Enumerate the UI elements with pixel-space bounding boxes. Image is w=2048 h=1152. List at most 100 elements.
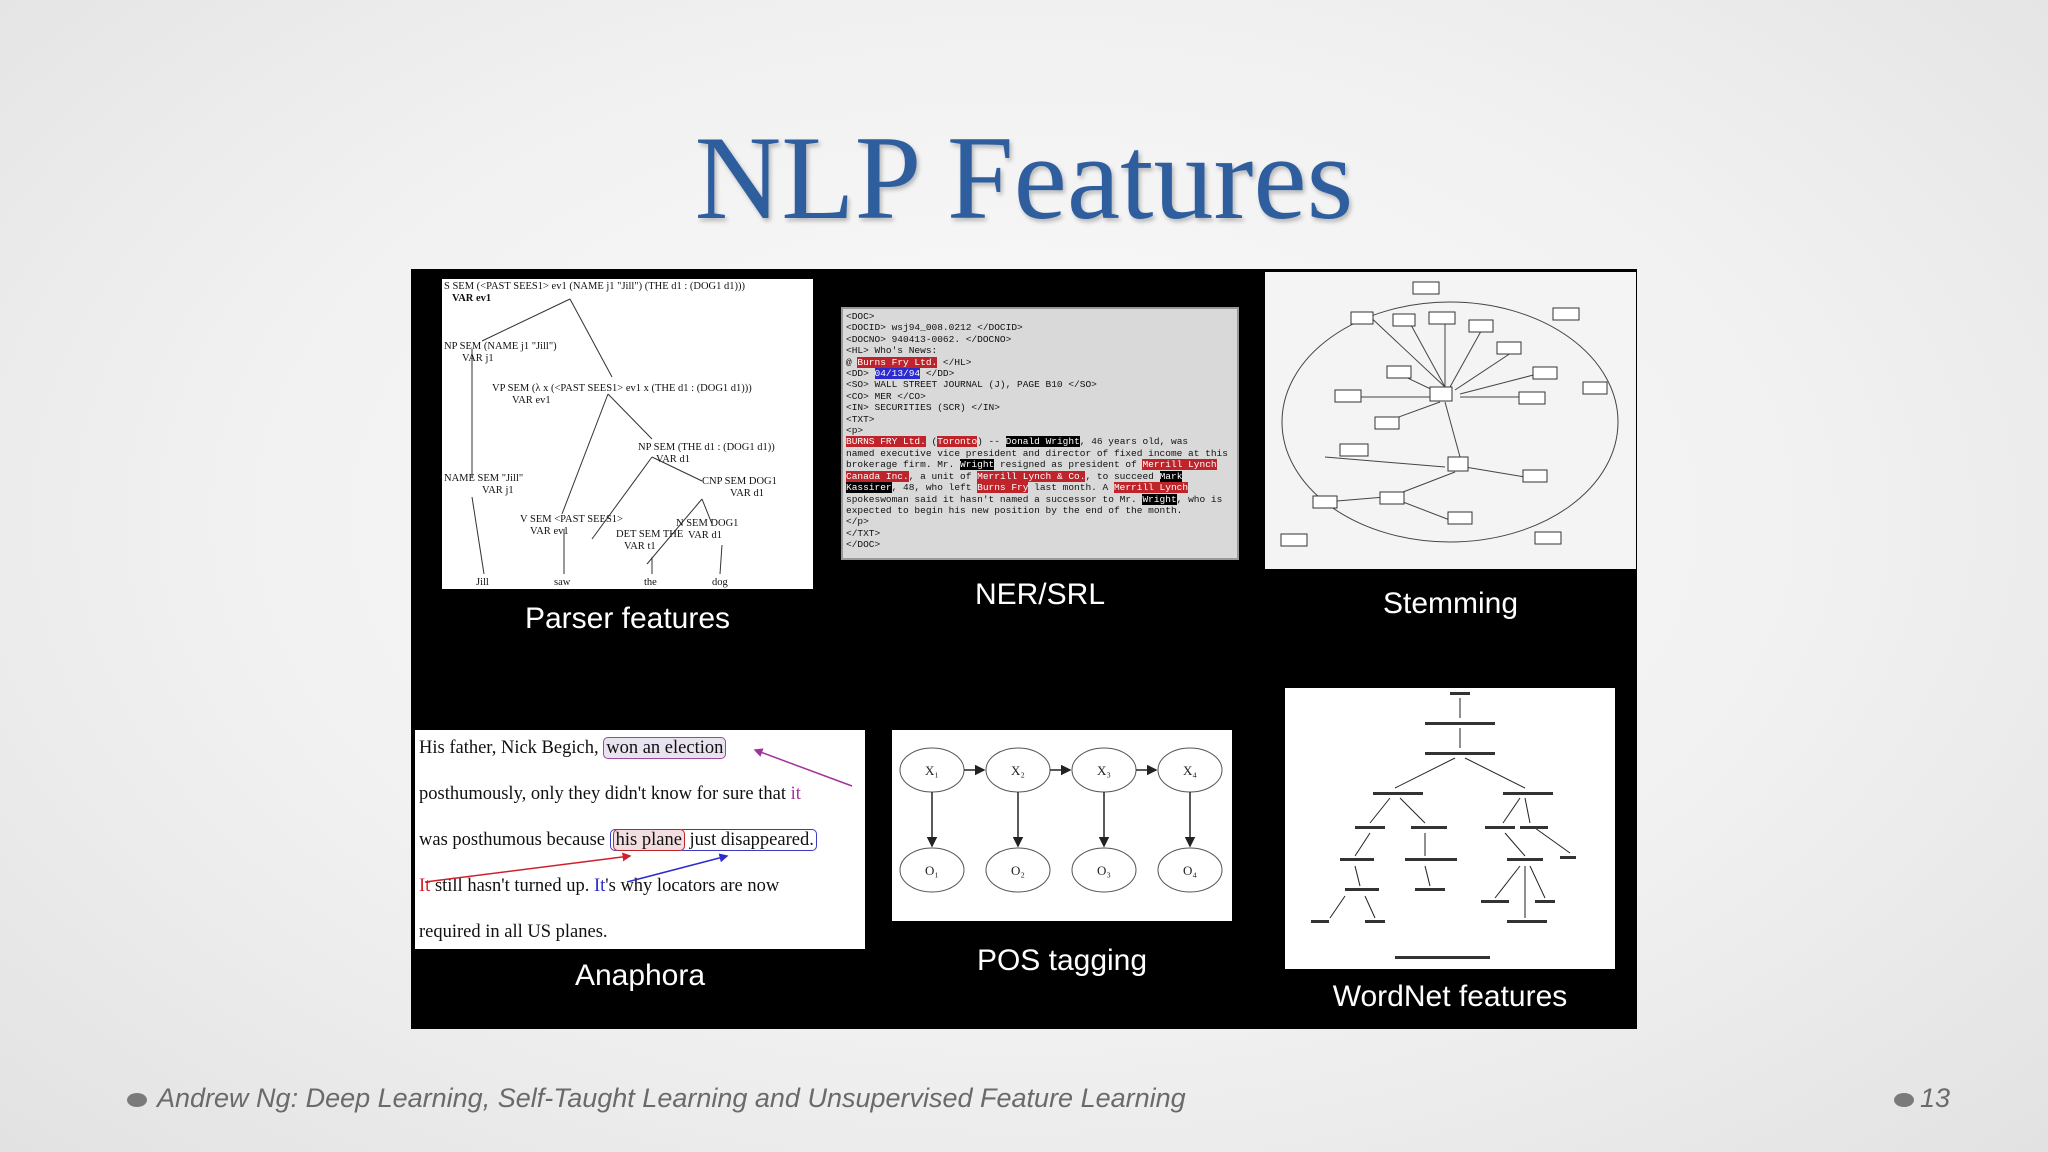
- caption-parser-features: Parser features: [524, 602, 731, 635]
- ner-entity-org: BURNS FRY Ltd.: [846, 436, 926, 448]
- parser-cnp-var: VAR d1: [730, 488, 764, 499]
- ner-entity-org: Burns Fry Ltd.: [857, 356, 938, 368]
- anaphora-line: It still hasn't turned up. It's why loca…: [419, 876, 779, 897]
- parser-n-label: N SEM DOG1: [676, 518, 738, 529]
- anaphora-text: posthumously, only they didn't know for …: [419, 784, 791, 804]
- ner-text: , 46 years old, was: [1079, 436, 1189, 448]
- parser-v-label: V SEM <PAST SEES1>: [520, 514, 623, 525]
- parser-np2-label: NP SEM (THE d1 : (DOG1 d1)): [638, 442, 775, 453]
- ner-line: <SO> WALL STREET JOURNAL (J), PAGE B10 <…: [846, 379, 1097, 391]
- anaphora-line: posthumously, only they didn't know for …: [419, 784, 801, 805]
- ner-text: spokeswoman said it hasn't named a succe…: [846, 493, 1143, 505]
- antecedent-won-election: won an election: [603, 737, 727, 759]
- ner-entity-person: Wright: [960, 459, 995, 471]
- caption-ner-srl: NER/SRL: [974, 578, 1106, 611]
- ner-line: @ Burns Fry Ltd. </HL>: [846, 356, 1234, 368]
- ner-line: </p>: [846, 516, 869, 528]
- page-number: 13: [1920, 1083, 1951, 1113]
- slide-title: NLP Features: [694, 111, 1354, 244]
- footer-citation: Andrew Ng: Deep Learning, Self-Taught Le…: [157, 1083, 1186, 1113]
- ner-line: </TXT>: [846, 527, 881, 539]
- parser-word: dog: [712, 577, 729, 588]
- anaphora-text: 's why locators are now: [605, 876, 780, 896]
- anaphora-text: just disappeared.: [684, 830, 814, 850]
- ner-entity-org: Merrill Lynch: [1113, 482, 1189, 494]
- ner-line: named executive vice president and direc…: [846, 447, 1228, 459]
- ner-line: <IN> SECURITIES (SCR) </IN>: [846, 402, 1000, 414]
- parser-root-label: S SEM (<PAST SEES1> ev1 (NAME j1 "Jill")…: [444, 281, 746, 292]
- parser-det-label: DET SEM THE: [616, 529, 683, 540]
- parser-word: saw: [554, 577, 571, 588]
- stemming-graph-image: [1265, 272, 1636, 569]
- ner-line: spokeswoman said it hasn't named a succe…: [846, 493, 1234, 505]
- antecedent-his-plane: his plane: [612, 829, 685, 851]
- pos-observed-node: O₂: [1011, 863, 1025, 878]
- pos-observed-node: O₃: [1097, 863, 1111, 878]
- pos-hmm-image: X₁ X₂ X₃ X₄ O₁ O₂ O₃ O₄: [892, 730, 1232, 921]
- anaphora-line: was posthumous because his plane just di…: [419, 829, 817, 851]
- parser-root-var: VAR ev1: [452, 293, 491, 304]
- anaphora-text: was posthumous because: [419, 830, 610, 850]
- parser-det-var: VAR t1: [624, 541, 656, 552]
- ner-line: Kassirer, 48, who left Burns Fry last mo…: [846, 482, 1234, 494]
- ner-line: <DOC>: [846, 311, 875, 322]
- pos-observed-node: O₄: [1183, 863, 1197, 878]
- pos-hmm-svg: X₁ X₂ X₃ X₄ O₁ O₂ O₃ O₄: [899, 747, 1223, 893]
- ner-text: last month. A: [1028, 482, 1114, 494]
- pos-hidden-node: X₁: [925, 763, 939, 778]
- ner-text: , who is: [1176, 493, 1223, 505]
- ner-line: <DOCID> wsj94_008.0212 </DOCID>: [846, 322, 1023, 334]
- ner-text: @: [846, 356, 858, 368]
- parser-vp-var: VAR ev1: [512, 395, 551, 406]
- ner-line: expected to begin his new position by th…: [846, 504, 1183, 516]
- ner-entity-org: Merrill Lynch: [1142, 459, 1217, 471]
- parser-word: the: [644, 577, 657, 588]
- parser-word: Jill: [476, 577, 489, 588]
- ner-line: <CO> MER </CO>: [846, 390, 926, 402]
- caption-stemming: Stemming: [1382, 587, 1519, 620]
- ner-text: , 48, who left: [891, 482, 978, 494]
- ner-entity-loc: Toronto: [937, 436, 978, 448]
- wordnet-tree-image: [1285, 688, 1615, 969]
- parser-np2-var: VAR d1: [656, 454, 690, 465]
- parser-n-var: VAR d1: [688, 530, 722, 541]
- ner-line: <HL> Who's News:: [846, 345, 938, 357]
- ner-entity-person: Wright: [1142, 493, 1177, 505]
- caption-wordnet-features: WordNet features: [1332, 980, 1568, 1013]
- ner-line: <TXT>: [846, 413, 875, 425]
- wordnet-tree-svg: [1311, 692, 1576, 959]
- caption-pos-tagging: POS tagging: [976, 944, 1148, 977]
- ner-text: (: [925, 436, 938, 448]
- parser-np-label: NP SEM (NAME j1 "Jill"): [444, 341, 557, 352]
- ner-line: <DOCNO> 940413-0062. </DOCNO>: [846, 333, 1012, 345]
- ner-line: BURNS FRY Ltd. (Toronto) -- Donald Wrigh…: [846, 436, 1234, 448]
- pos-observed-node: O₁: [925, 863, 939, 878]
- parser-tree-image: S SEM (<PAST SEES1> ev1 (NAME j1 "Jill")…: [442, 279, 813, 589]
- pos-hidden-node: X₄: [1183, 763, 1197, 778]
- pos-hidden-node: X₃: [1097, 763, 1111, 778]
- ner-text: </HL>: [937, 356, 972, 368]
- stemming-graph-svg: [1280, 281, 1619, 547]
- ner-entity-org: Merrill Lynch & Co.: [977, 470, 1086, 482]
- anaphora-example: His father, Nick Begich, won an election…: [415, 730, 865, 949]
- anaphora-line: His father, Nick Begich, won an election: [419, 737, 727, 759]
- pronoun-it: it: [790, 784, 801, 804]
- parser-tree-svg: S SEM (<PAST SEES1> ev1 (NAME j1 "Jill")…: [444, 281, 777, 588]
- parser-np-var: VAR j1: [462, 353, 494, 364]
- ner-entity-person: Donald Wright: [1005, 436, 1080, 448]
- ner-text: resigned as president of: [994, 459, 1143, 471]
- figure-panel: S SEM (<PAST SEES1> ev1 (NAME j1 "Jill")…: [411, 269, 1637, 1029]
- anaphora-text: His father, Nick Begich,: [419, 738, 604, 758]
- anaphora-arrows: [424, 748, 853, 883]
- parser-vp-label: VP SEM (λ x (<PAST SEES1> ev1 x (THE d1 …: [492, 383, 752, 394]
- ner-entity-org: Canada Inc.: [846, 470, 909, 482]
- pronoun-it: It: [419, 876, 431, 896]
- ner-text: , to succeed: [1085, 470, 1160, 482]
- ner-line: </DOC>: [846, 539, 881, 551]
- pronoun-it: It: [593, 876, 606, 896]
- ner-text: brokerage firm. Mr.: [846, 459, 961, 471]
- ner-entity-date: 04/13/94: [874, 368, 921, 380]
- footer-bullet-icon: [127, 1093, 147, 1107]
- anaphora-text: still hasn't turned up.: [430, 876, 594, 896]
- anaphora-line: required in all US planes.: [419, 922, 608, 942]
